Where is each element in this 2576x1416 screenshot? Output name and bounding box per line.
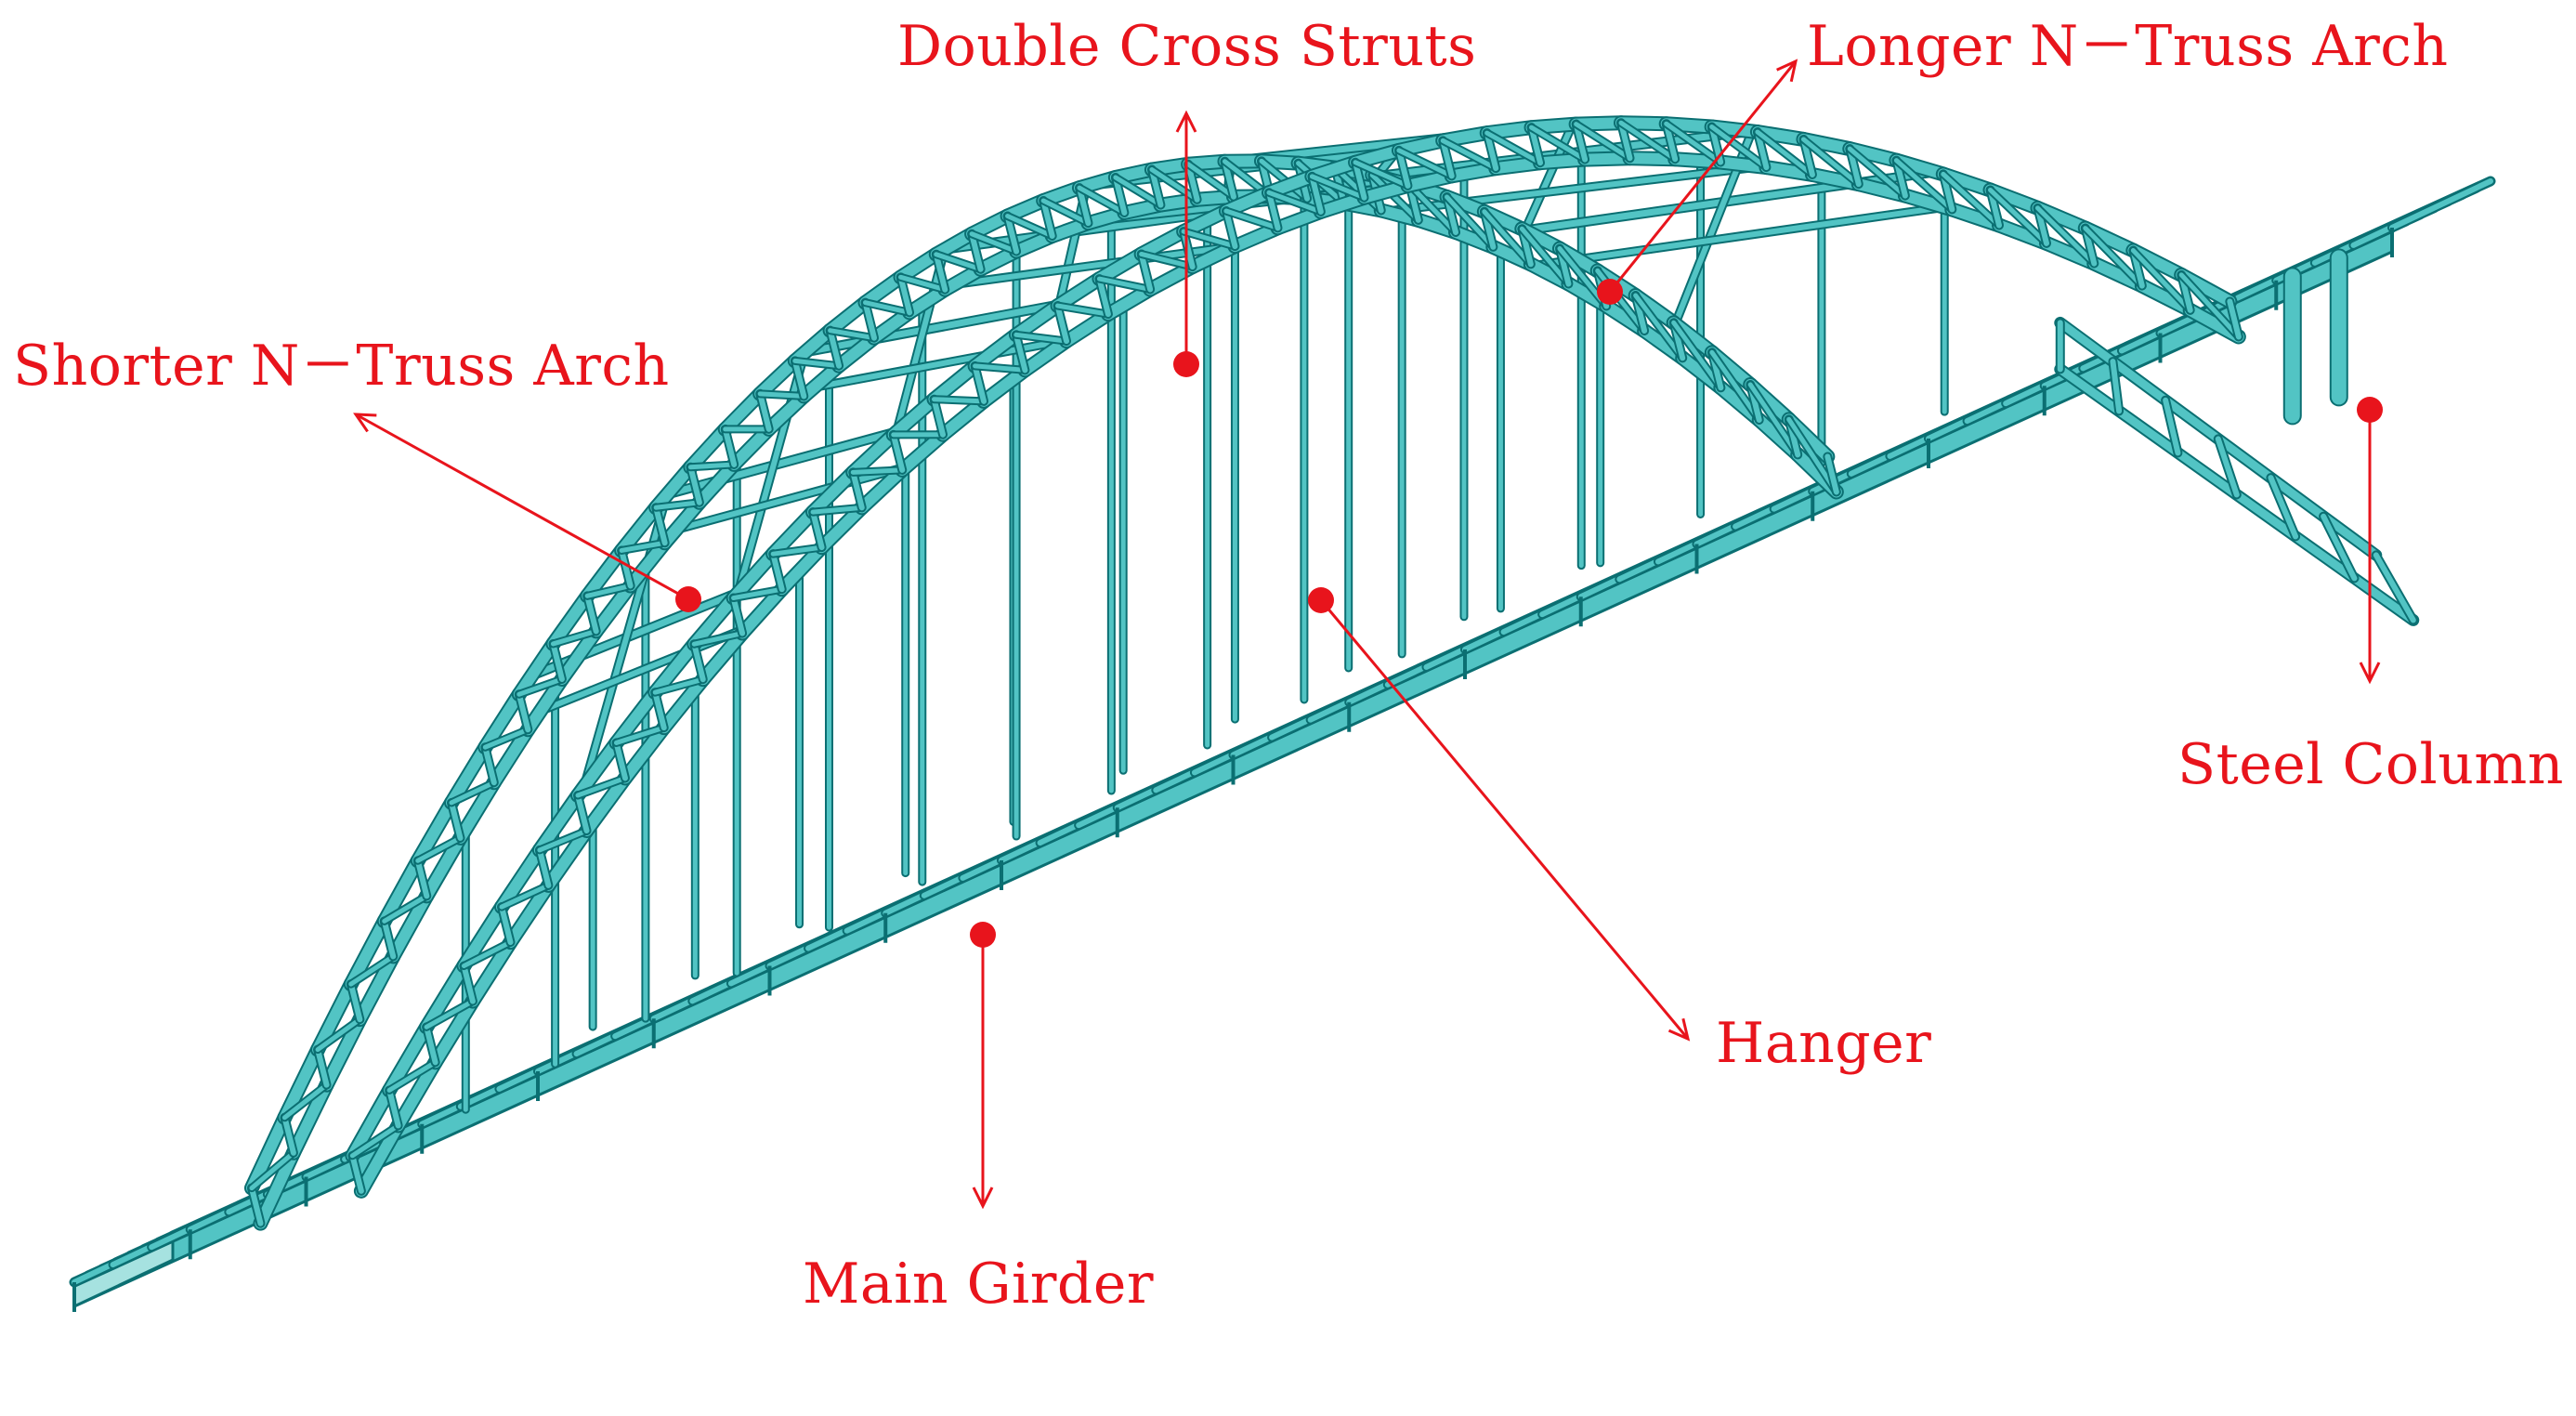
hanger-leader	[1321, 600, 1688, 1039]
label-shorter-n-truss-arch: Shorter N－Truss Arch	[13, 338, 670, 394]
main-girder-marker-dot	[970, 922, 996, 948]
label-hanger: Hanger	[1716, 1016, 1931, 1071]
hanger-marker-dot	[1308, 587, 1334, 613]
longer-arch-diagonal-core	[1016, 334, 1066, 341]
shorter-arch-leader	[356, 414, 688, 599]
longer-arch-top-chord-core	[935, 366, 975, 400]
shorter-arch-bottom-chord-core	[734, 429, 768, 465]
steel-column-marker-dot	[2357, 397, 2383, 423]
longer-arch-marker-dot	[1597, 279, 1623, 305]
shorter-arch-marker-dot	[675, 586, 701, 612]
cross-beam-core	[2392, 181, 2491, 228]
longer-arch-bottom-chord-core	[943, 401, 984, 435]
shorter-arch-top-chord-core	[726, 394, 760, 429]
label-longer-n-truss-arch: Longer N－Truss Arch	[1807, 19, 2449, 74]
longer-arch-diagonal-core	[935, 400, 985, 401]
shorter-arch-diagonal-core	[760, 394, 804, 397]
double-cross-struts-marker-dot	[1173, 351, 1199, 377]
label-double-cross-struts: Double Cross Struts	[897, 19, 1476, 74]
longer-arch-diagonal-core	[853, 470, 902, 472]
shorter-arch-diagonal-core	[690, 465, 734, 467]
label-steel-column: Steel Column	[2177, 737, 2564, 793]
label-main-girder: Main Girder	[803, 1256, 1154, 1312]
longer-arch-bottom-chord-core	[1066, 314, 1108, 341]
